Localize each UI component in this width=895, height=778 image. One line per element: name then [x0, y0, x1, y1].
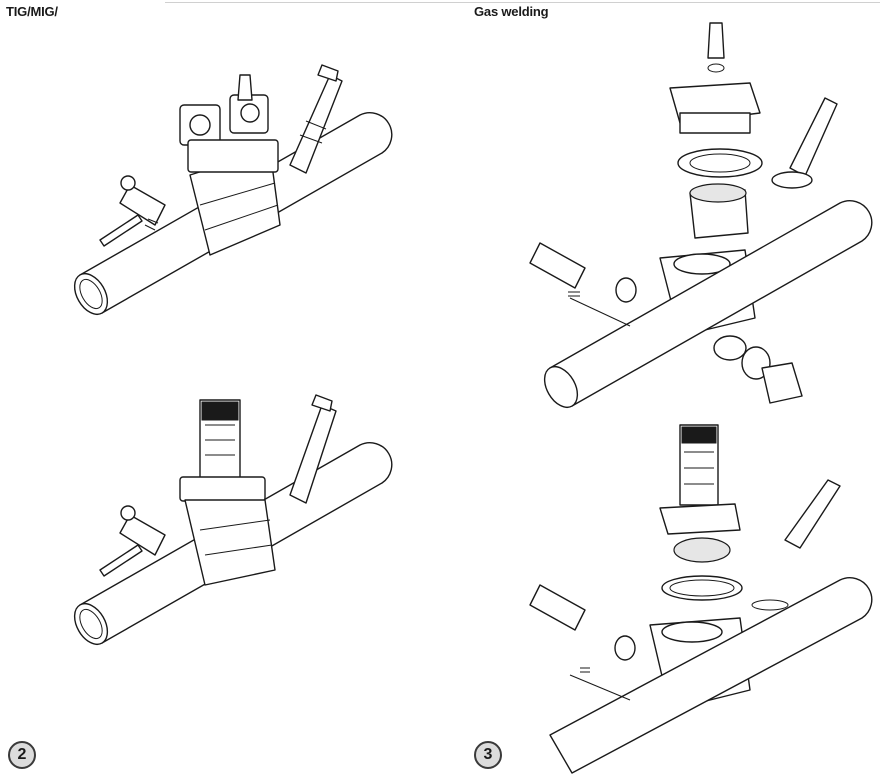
valve-gas-welding-exploded-actuator — [530, 420, 880, 775]
step-badge-2: 2 — [8, 741, 36, 769]
header-rule — [165, 2, 880, 3]
valve-gas-welding-exploded-pilot — [530, 18, 880, 408]
heading-tig-mig: TIG/MIG/ — [6, 4, 58, 19]
heading-gas-welding: Gas welding — [474, 4, 549, 19]
valve-tig-welding-actuator — [60, 385, 400, 645]
valve-tig-welding-pilot — [60, 55, 400, 315]
step-badge-3: 3 — [474, 741, 502, 769]
